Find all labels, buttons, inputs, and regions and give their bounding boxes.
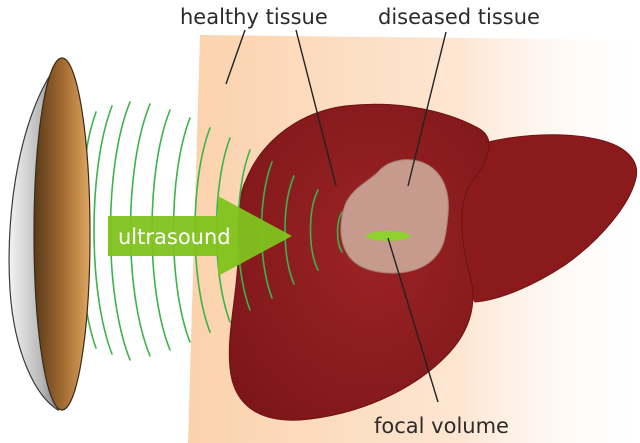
focal-volume-label: focal volume xyxy=(374,414,509,438)
leader-lines xyxy=(225,29,447,403)
ultrasound-arrow xyxy=(108,196,292,276)
ultrasound-label: ultrasound xyxy=(118,225,231,249)
diseased-tissue-label: diseased tissue xyxy=(378,5,540,29)
healthy-tissue-label: healthy tissue xyxy=(180,5,328,29)
focal-volume-spot xyxy=(366,231,410,241)
transducer-dish xyxy=(8,57,91,412)
diseased-tissue-region xyxy=(340,159,449,274)
